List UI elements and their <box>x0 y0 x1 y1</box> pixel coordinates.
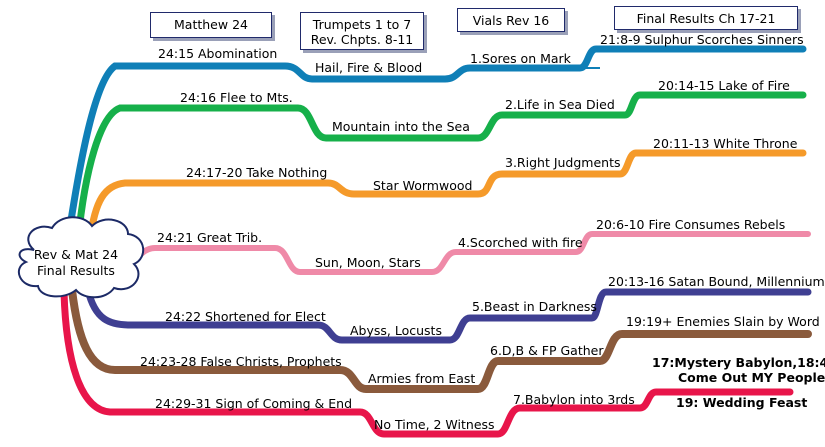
header-final-text: Final Results Ch 17-21 <box>636 11 776 26</box>
vial-label-3: 3.Right Judgments <box>505 155 621 170</box>
center-label-line1: Rev & Mat 24 <box>33 247 119 262</box>
trumpet-label-4: Sun, Moon, Stars <box>315 255 421 270</box>
trumpet-label-3: Star Wormwood <box>373 178 473 193</box>
vial-label-7: 7.Babylon into 3rds <box>513 392 635 407</box>
branch-6-line <box>68 286 812 393</box>
center-cloud <box>17 216 144 299</box>
result-label-6: 19:19+ Enemies Slain by Word <box>626 314 820 329</box>
header-trumpets-line2: Rev. Chpts. 8-11 <box>310 32 414 47</box>
center-label: Rev & Mat 24 Final Results <box>22 247 130 279</box>
header-vials-text: Vials Rev 16 <box>472 13 550 28</box>
result-label-7-line2: Come Out MY People <box>678 370 825 385</box>
vial-label-6: 6.D,B & FP Gather <box>490 343 604 358</box>
trumpet-label-7: No Time, 2 Witness <box>374 417 495 432</box>
result-label-1: 21:8-9 Sulphur Scorches Sinners <box>600 32 804 47</box>
center-label-line2: Final Results <box>37 263 115 278</box>
matthew-label-6: 24:23-28 False Christs, Prophets <box>140 354 342 369</box>
result-label-2: 20:14-15 Lake of Fire <box>658 78 790 93</box>
branch-5-line <box>84 286 812 344</box>
result-label-4: 20:6-10 Fire Consumes Rebels <box>596 217 786 232</box>
header-trumpets-line1: Trumpets 1 to 7 <box>312 17 412 32</box>
trumpet-label-1: Hail, Fire & Blood <box>315 60 423 75</box>
result-label-7-line1: 17:Mystery Babylon,18:4 <box>652 355 825 370</box>
trumpet-label-5: Abyss, Locusts <box>350 323 442 338</box>
trumpet-label-6: Armies from East <box>368 371 476 386</box>
header-matthew: Matthew 24 <box>150 12 272 38</box>
header-final-results: Final Results Ch 17-21 <box>614 6 798 30</box>
result-label-5: 20:13-16 Satan Bound, Millennium <box>608 274 825 289</box>
result-label-7-line3: 19: Wedding Feast <box>676 395 808 410</box>
vial-label-2: 2.Life in Sea Died <box>505 97 615 112</box>
matthew-label-7: 24:29-31 Sign of Coming & End <box>155 396 353 411</box>
trumpet-label-2: Mountain into the Sea <box>332 119 470 134</box>
header-trumpets: Trumpets 1 to 7 Rev. Chpts. 8-11 <box>300 12 424 50</box>
branch-2-line <box>74 91 807 244</box>
branch-3-line <box>86 149 807 244</box>
vial-label-5: 5.Beast in Darkness <box>472 299 597 314</box>
vial-label-4: 4.Scorched with fire <box>458 235 583 250</box>
matthew-label-2: 24:16 Flee to Mts. <box>180 90 293 105</box>
matthew-label-4: 24:21 Great Trib. <box>157 230 263 245</box>
header-matthew-text: Matthew 24 <box>174 17 248 32</box>
header-vials: Vials Rev 16 <box>457 8 565 32</box>
matthew-label-1: 24:15 Abomination <box>158 46 278 61</box>
matthew-label-3: 24:17-20 Take Nothing <box>186 165 328 180</box>
matthew-label-5: 24:22 Shortened for Elect <box>165 309 326 324</box>
branch-4-line <box>137 231 811 275</box>
branch-7-line <box>60 288 794 438</box>
branch-1-line <box>64 45 807 244</box>
result-label-3: 20:11-13 White Throne <box>653 136 798 151</box>
vial-label-1: 1.Sores on Mark <box>470 51 571 66</box>
